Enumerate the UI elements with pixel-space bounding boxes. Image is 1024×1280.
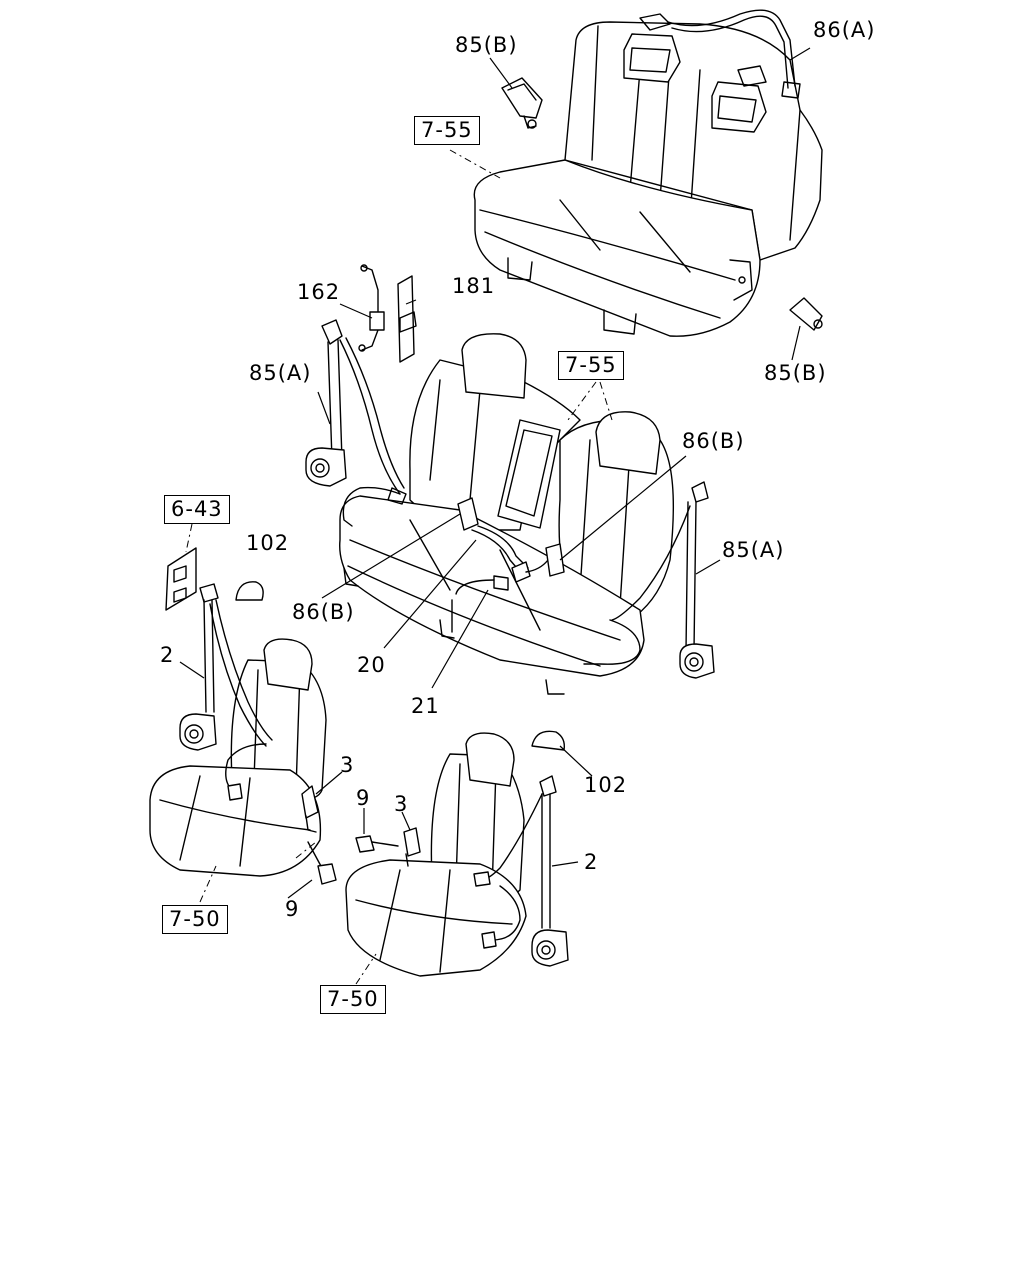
- label-102-left: 102: [246, 531, 290, 555]
- label-102-right: 102: [584, 773, 628, 797]
- front-left-seat: [149, 638, 327, 877]
- belt-85a-right: [583, 481, 715, 679]
- label-86b-mid: 86(B): [292, 600, 355, 624]
- cover-102-right: [531, 730, 566, 751]
- front-right-seat: [345, 732, 527, 977]
- ref-6-43: 6-43: [164, 495, 230, 524]
- plate-181: [397, 275, 417, 363]
- buckle-85b-right: [789, 297, 823, 331]
- label-85b-right: 85(B): [764, 361, 827, 385]
- label-85a-left: 85(A): [249, 361, 312, 385]
- label-2-left: 2: [160, 643, 175, 667]
- buckle-3-left: [301, 785, 319, 833]
- label-85a-right: 85(A): [722, 538, 785, 562]
- bolt-9-left-top: [355, 835, 399, 853]
- belt-2-right: [473, 775, 569, 967]
- ref-7-55-mid: 7-55: [558, 351, 624, 380]
- bracket-162: [358, 264, 385, 352]
- ref-7-50-right: 7-50: [320, 985, 386, 1014]
- ref-7-55-top: 7-55: [414, 116, 480, 145]
- rear-bench-seat: [473, 21, 823, 337]
- label-162: 162: [297, 280, 341, 304]
- trim-panel-643: [165, 547, 197, 611]
- leader-lines: [179, 47, 811, 985]
- ref-7-50-left: 7-50: [162, 905, 228, 934]
- label-9-left-bottom: 9: [285, 897, 300, 921]
- label-86a-top: 86(A): [813, 18, 876, 42]
- label-2-right: 2: [584, 850, 599, 874]
- belt-86a-top: [639, 9, 801, 99]
- label-86b-right: 86(B): [682, 429, 745, 453]
- label-3-right: 3: [394, 792, 409, 816]
- label-21: 21: [411, 694, 440, 718]
- cover-102-left: [235, 581, 264, 601]
- label-85b-top: 85(B): [455, 33, 518, 57]
- center-belt-components: [451, 497, 565, 633]
- label-3-left: 3: [340, 753, 355, 777]
- middle-bench-seat: [339, 333, 675, 695]
- label-181: 181: [452, 274, 496, 298]
- label-9-left-top: 9: [356, 786, 371, 810]
- belt-2-left: [179, 583, 273, 801]
- buckle-3-right: [403, 827, 421, 867]
- buckle-85b-top: [501, 77, 543, 129]
- label-20: 20: [357, 653, 386, 677]
- belt-85a-left: [305, 319, 407, 527]
